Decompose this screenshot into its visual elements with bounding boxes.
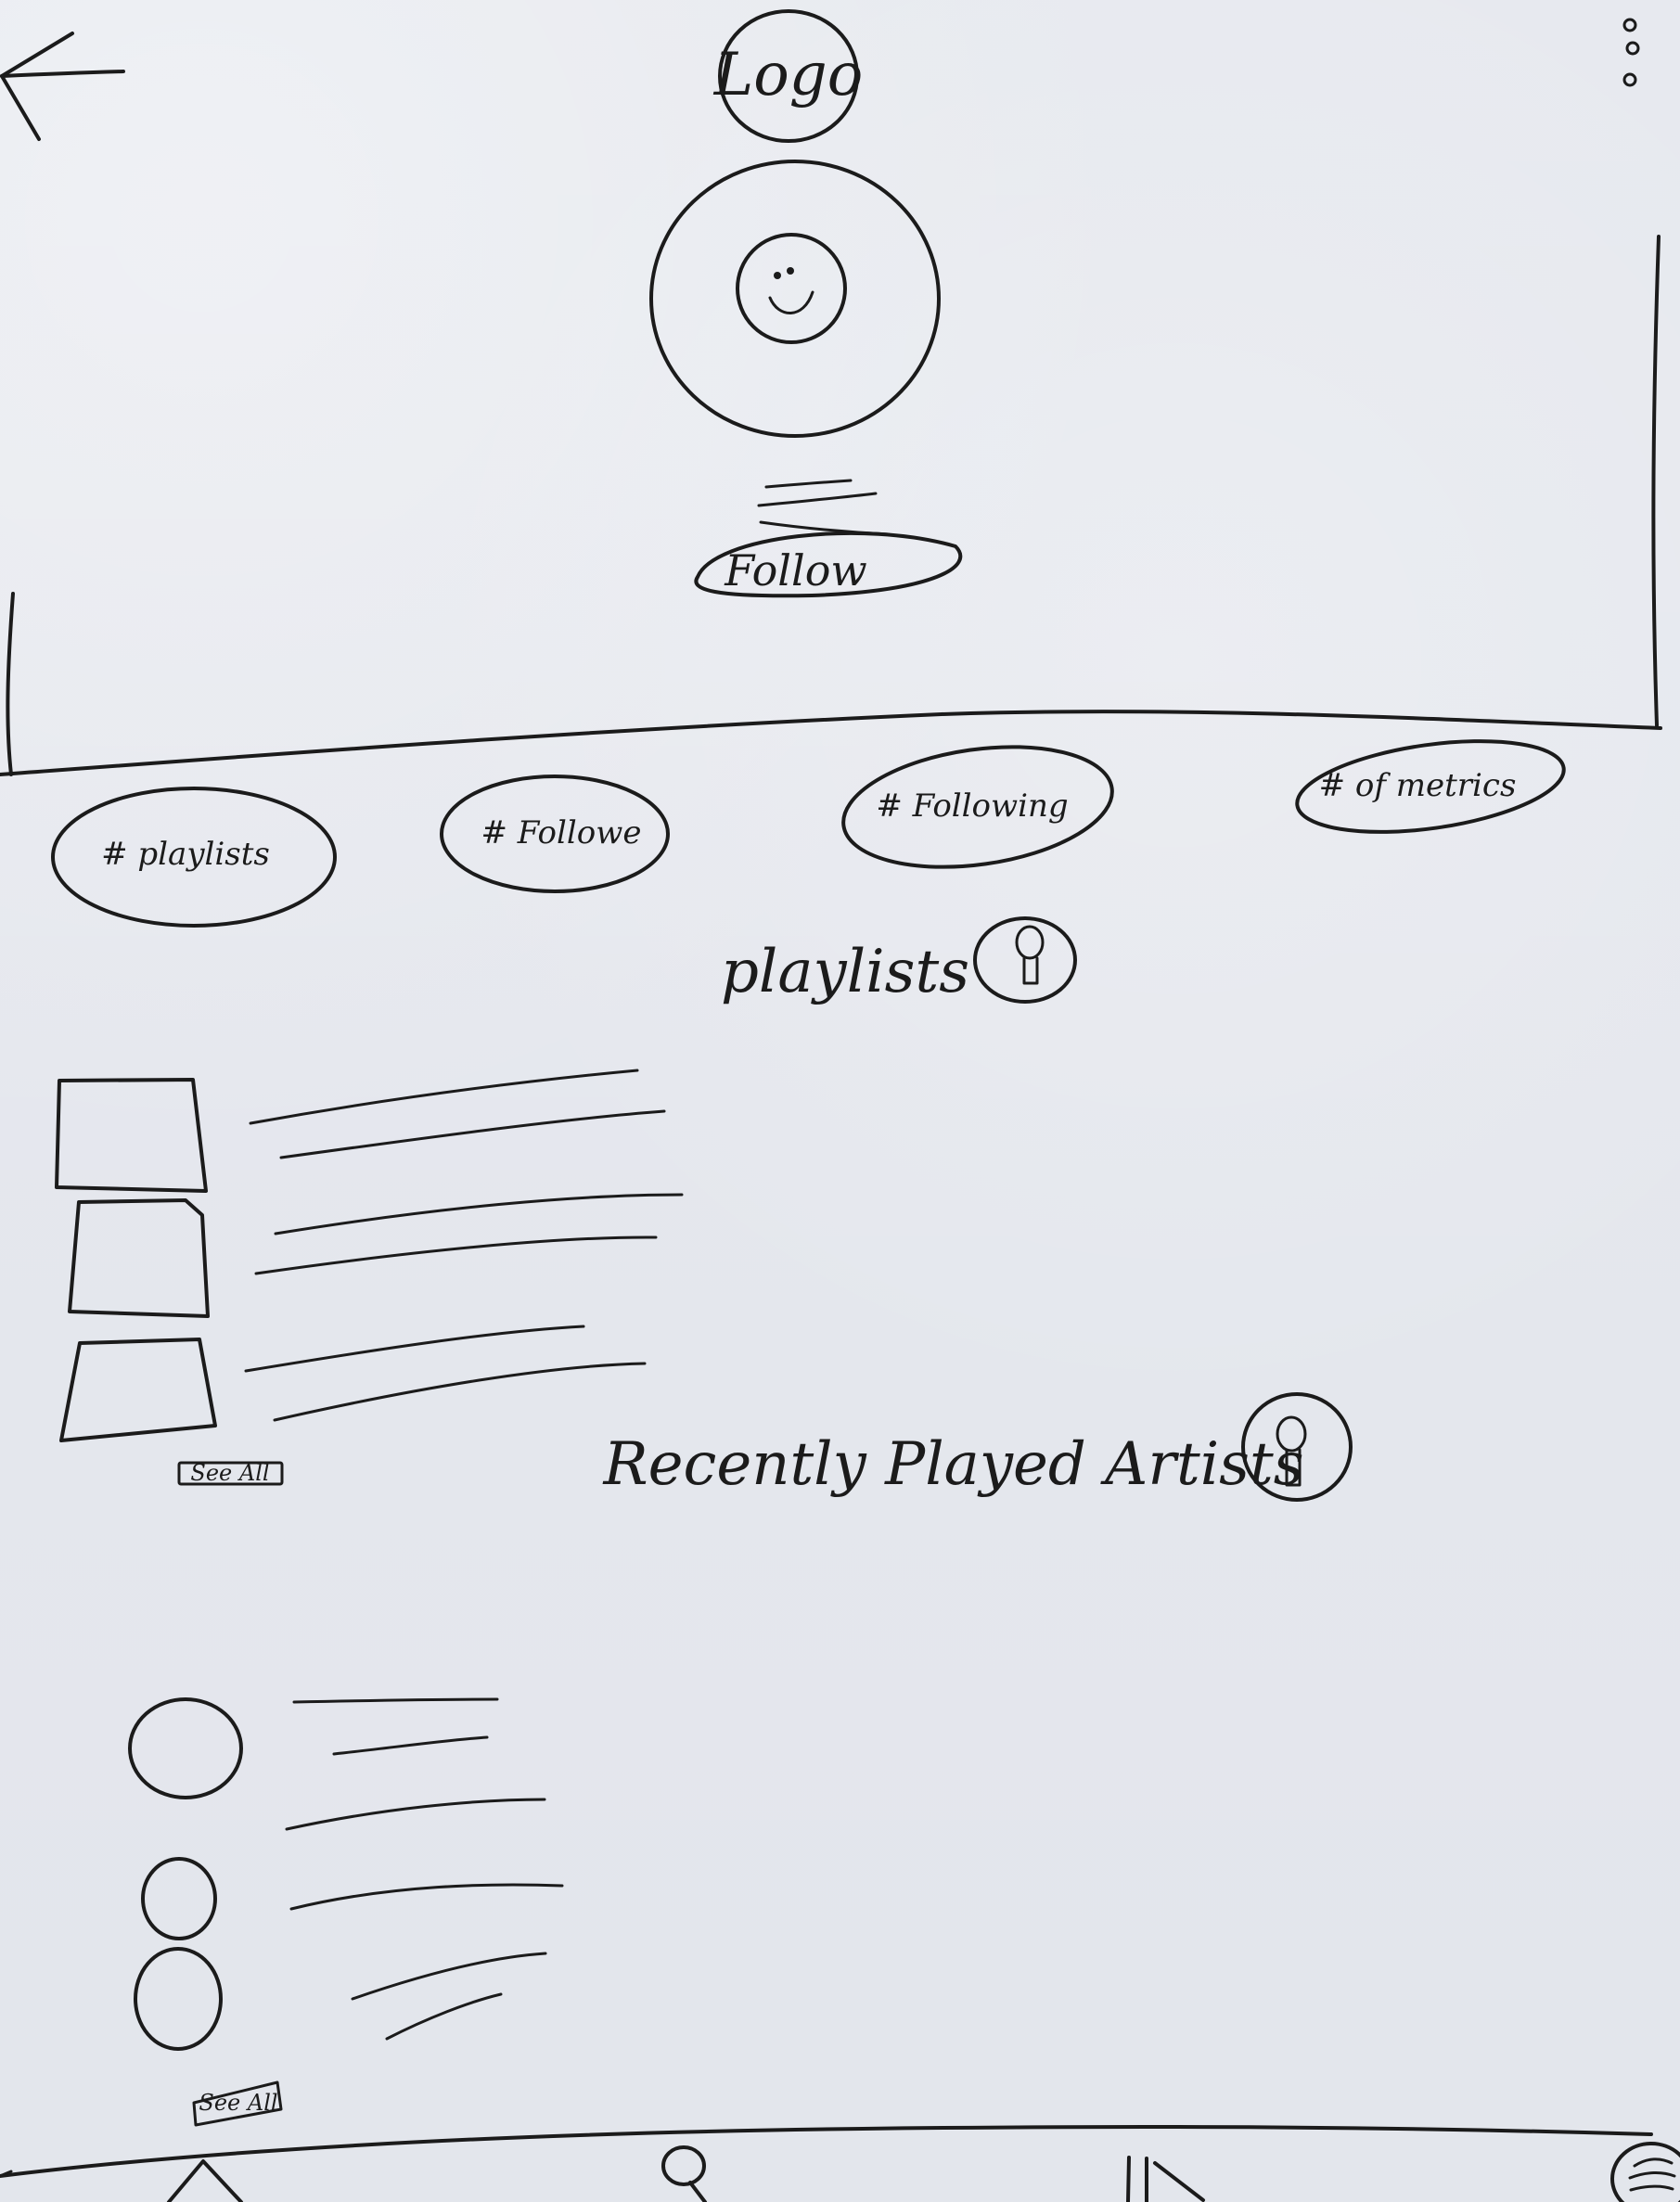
menu-icon <box>1610 2142 1680 2202</box>
see-all-playlists-button[interactable]: See All <box>177 1460 284 1486</box>
artist-avatar-2 <box>141 1857 217 1940</box>
see-all-artists-label: See All <box>199 2090 277 2116</box>
playlist-row-3[interactable] <box>59 1325 647 1442</box>
header-right-border <box>1651 235 1661 727</box>
see-all-playlists-outline <box>177 1461 284 1486</box>
stat-followers-outline <box>440 775 670 893</box>
playlists-section-title: playlists <box>721 938 969 1006</box>
back-arrow-head-bottom <box>0 74 41 141</box>
info-key-icon <box>973 916 1077 1004</box>
info-key-stem <box>1022 956 1039 985</box>
artist-meta-line-2 <box>289 1883 564 1911</box>
see-all-playlists-label: See All <box>190 1460 269 1486</box>
header-bottom-border <box>0 710 1662 776</box>
stat-followers[interactable]: # Followe <box>440 775 670 893</box>
header-left-border <box>6 592 15 776</box>
stat-following[interactable]: # Following <box>836 731 1120 882</box>
follow-button-label: Follow <box>724 545 867 595</box>
stat-followers-label: # Followe <box>481 814 642 851</box>
see-all-artists-button[interactable]: See All <box>192 2080 283 2127</box>
playlist-thumb-1 <box>55 1078 208 1193</box>
more-vertical-dot-2 <box>1625 41 1640 56</box>
avatar <box>649 160 941 438</box>
playlist-title-line-2 <box>274 1193 684 1235</box>
nav-home[interactable] <box>167 2159 243 2202</box>
follow-button-outline <box>694 531 963 598</box>
artist-avatar-3 <box>134 1947 223 2051</box>
stat-following-label: # Following <box>876 787 1068 825</box>
search-icon-handle <box>688 2181 707 2202</box>
playlist-row-2[interactable] <box>68 1193 684 1318</box>
back-arrow-icon <box>0 70 125 78</box>
artist-name-line-1 <box>292 1697 499 1704</box>
search-icon <box>661 2145 706 2186</box>
playlist-subtitle-line-3 <box>273 1362 647 1422</box>
logo: Logo <box>713 9 864 143</box>
back-button[interactable] <box>0 32 125 141</box>
artist-meta-line-1 <box>332 1735 489 1756</box>
playlist-subtitle-line-2 <box>254 1235 658 1275</box>
playlist-thumb-2 <box>68 1198 210 1318</box>
playlist-thumb-3 <box>59 1338 217 1442</box>
more-button[interactable] <box>1622 18 1640 87</box>
artist-row-2[interactable] <box>141 1798 564 1940</box>
avatar-circle <box>649 160 941 438</box>
logo-circle <box>718 9 859 143</box>
artist-avatar-1 <box>128 1697 243 1799</box>
smiley-avatar-icon <box>736 233 847 344</box>
artist-row-1[interactable] <box>128 1697 499 1799</box>
artist-meta-line-3 <box>385 1992 503 2041</box>
playlist-row-1[interactable] <box>55 1069 666 1193</box>
recent-artists-info-key-icon <box>1241 1392 1353 1502</box>
recent-artists-section-info-button[interactable] <box>1241 1392 1353 1502</box>
follow-button[interactable]: Follow <box>694 531 963 598</box>
logo-label: Logo <box>713 41 864 109</box>
library-icon-slope <box>1153 2161 1205 2202</box>
artist-row-3[interactable] <box>134 1947 547 2051</box>
playlist-title-line-3 <box>244 1325 585 1373</box>
playlist-title-line-1 <box>249 1069 639 1125</box>
stat-playlists-outline <box>51 787 337 928</box>
more-vertical-icon <box>1622 18 1637 32</box>
stat-metrics-label: # of metrics <box>1319 767 1517 804</box>
menu-icon-line-3 <box>1629 2184 1674 2192</box>
nav-menu[interactable] <box>1610 2142 1680 2202</box>
more-vertical-dot-3 <box>1622 72 1637 87</box>
menu-icon-line-2 <box>1628 2171 1676 2180</box>
stat-playlists-label: # playlists <box>101 836 270 873</box>
menu-icon-line-1 <box>1633 2157 1674 2168</box>
recent-artists-section-title: Recently Played Artists <box>602 1430 1303 1499</box>
info-key-head <box>1015 925 1045 960</box>
stat-following-outline <box>841 745 1114 869</box>
smiley-mouth <box>768 290 814 314</box>
playlist-subtitle-line-1 <box>279 1109 666 1159</box>
see-all-artists-outline <box>192 2080 283 2127</box>
stat-metrics[interactable]: # of metrics <box>1291 726 1570 846</box>
smiley-left-eye <box>774 272 781 279</box>
recent-artists-info-key-stem <box>1285 1448 1302 1487</box>
artist-name-line-3 <box>351 1952 547 2001</box>
stat-playlists[interactable]: # playlists <box>51 787 337 928</box>
stat-metrics-outline <box>1295 739 1566 834</box>
recent-artists-info-key-head <box>1276 1415 1307 1453</box>
name-line-1 <box>764 479 853 489</box>
bottom-nav-corner <box>0 2170 13 2178</box>
playlists-section-info-button[interactable] <box>973 916 1077 1004</box>
artist-name-line-2 <box>285 1798 546 1831</box>
library-icon <box>1126 2156 1131 2202</box>
name-line-2 <box>757 492 878 507</box>
back-arrow-head-top <box>0 32 74 78</box>
home-icon <box>167 2159 243 2202</box>
nav-search[interactable] <box>661 2145 707 2202</box>
smiley-right-eye <box>787 267 794 275</box>
bottom-nav-border <box>0 2125 1653 2178</box>
nav-library[interactable] <box>1126 2156 1205 2202</box>
